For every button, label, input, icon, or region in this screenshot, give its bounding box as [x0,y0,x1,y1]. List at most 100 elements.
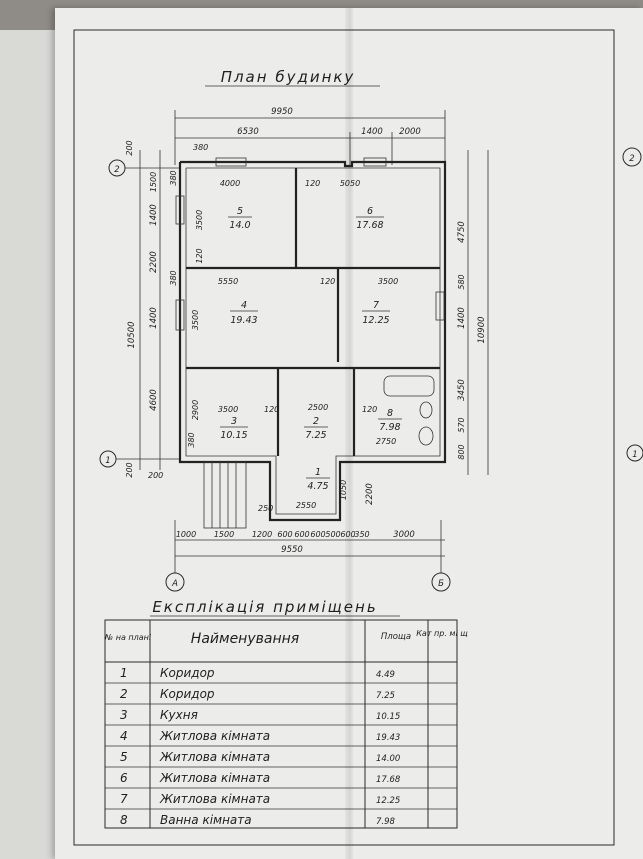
explication-title: Експлікація приміщень [152,598,377,616]
inner-dim-i8: 120 [320,277,335,286]
room-1-area: 4.75 [307,481,328,492]
inner-dim-i10: 3500 [191,310,200,330]
dim-left-l7: 200 [125,462,134,477]
axis-label-2: 2 [114,165,119,175]
dim-bottom-b1: 1000 [176,530,196,539]
dim-left-l4: 2200 [149,251,159,273]
window-room-7 [435,291,445,321]
inner-dim-i13: 120 [264,405,279,414]
outer-wall [178,160,447,522]
table-cell-area: 7.98 [376,817,396,827]
sheet-frame [73,29,615,846]
table-cell-name: Кухня [160,708,198,722]
room-4-number: 4 [241,300,247,311]
outer-wall-inner-face [185,167,441,515]
window-room-4 [175,299,185,331]
dim-right-r4: 3450 [457,379,467,401]
room-3-area: 10.15 [220,430,247,441]
table-header-num: № на плані [104,633,152,642]
edge-marker-2 [622,147,642,167]
table-cell-name: Житлова кімната [159,792,270,806]
room-6-number: 6 [367,206,373,217]
axis-label-b: Б [438,579,444,589]
dim-bottom-b7: 500 [325,530,340,539]
explication-table: № на плані Найменування Площа Кат пр. мі… [104,619,468,829]
dim-left-l2: 1500 [149,172,158,192]
table-cell-name: Коридор [160,687,215,701]
inner-dim-i18: 380 [169,170,178,185]
inner-dim-i7: 5550 [218,277,238,286]
inner-dim-i5: 3500 [195,210,204,230]
room-4-area: 19.43 [230,315,257,326]
inner-dim-i9: 3500 [378,277,398,286]
bathtub-icon [383,375,435,397]
axis-label-a: А [171,579,178,589]
table-cell-name: Коридор [160,666,215,680]
dim-bottom-b2: 1500 [214,530,234,539]
dim-right-overall: 10900 [477,316,487,343]
room-2-number: 2 [313,416,319,427]
window-room-5 [175,195,185,225]
dim-left-l3: 1400 [149,204,159,226]
edge-marker-1 [626,444,643,462]
room-7-number: 7 [373,300,379,311]
table-cell-area: 14.00 [376,754,400,764]
table-cell-num: 1 [120,666,128,680]
table-header-name: Найменування [191,631,299,647]
dim-top-d2: 1400 [361,127,383,137]
room-5-number: 5 [237,206,243,217]
room-2-area: 7.25 [305,430,326,441]
inner-dim-i4: 5050 [340,179,360,188]
inner-dim-i6: 120 [195,248,204,263]
table-cell-area: 10.15 [376,712,400,722]
drawing-sheet [55,8,643,859]
room-8-area: 7.98 [379,422,400,433]
table-cell-num: 7 [120,792,128,806]
table-header-area: Площа [381,632,411,642]
table-cell-area: 12.25 [376,796,400,806]
room-3-number: 3 [231,416,237,427]
sink-icon [419,401,433,419]
inner-dim-i16: 2750 [376,437,396,446]
table-cell-area: 19.43 [376,733,400,743]
room-7-area: 12.25 [362,315,389,326]
dim-right-r1: 4750 [457,221,467,243]
table-cell-num: 6 [120,771,128,785]
dim-left-overall: 10500 [127,321,137,348]
dim-left-l5: 1400 [149,307,159,329]
edge-label-2: 2 [629,154,634,164]
dim-bottom-overall: 9550 [281,545,303,555]
dim-right-r3: 1400 [457,307,467,329]
dim-right-r5: 570 [457,417,466,432]
room-8-number: 8 [387,408,393,419]
dim-bottom-b4: 600 [277,530,292,539]
axis-label-1: 1 [105,456,110,466]
entry-stairs [203,461,247,529]
table-cell-num: 2 [120,687,128,701]
dim-bottom-b5: 600 [294,530,309,539]
inner-dim-i17: 380 [187,432,196,447]
table-cell-name: Ванна кімната [160,813,252,827]
inner-dim-i3: 120 [305,179,320,188]
inner-dim-i14: 2500 [308,403,328,412]
window-top-left [215,157,247,167]
dim-bottom-b9: 350 [354,530,369,539]
inner-dim-i15: 120 [362,405,377,414]
edge-label-1: 1 [632,450,637,460]
dim-top-d1: 6530 [237,127,259,137]
table-cell-area: 7.25 [376,691,395,701]
inner-dim-i11: 2900 [191,400,200,420]
plan-title: План будинку [221,68,356,86]
dim-bottom-b10: 3000 [393,530,415,540]
sheet-fold [345,8,355,859]
dim-bottom-b3: 1200 [252,530,272,539]
table-cell-num: 3 [120,708,128,722]
room-6-area: 17.68 [356,220,383,231]
table-cell-name: Житлова кімната [159,750,270,764]
table-border [104,619,458,829]
table-cell-name: Житлова кімната [159,729,270,743]
dim-right-r6: 800 [457,444,466,459]
inner-dim-i22: 2200 [365,483,375,505]
dim-bottom-b8: 600 [340,530,355,539]
